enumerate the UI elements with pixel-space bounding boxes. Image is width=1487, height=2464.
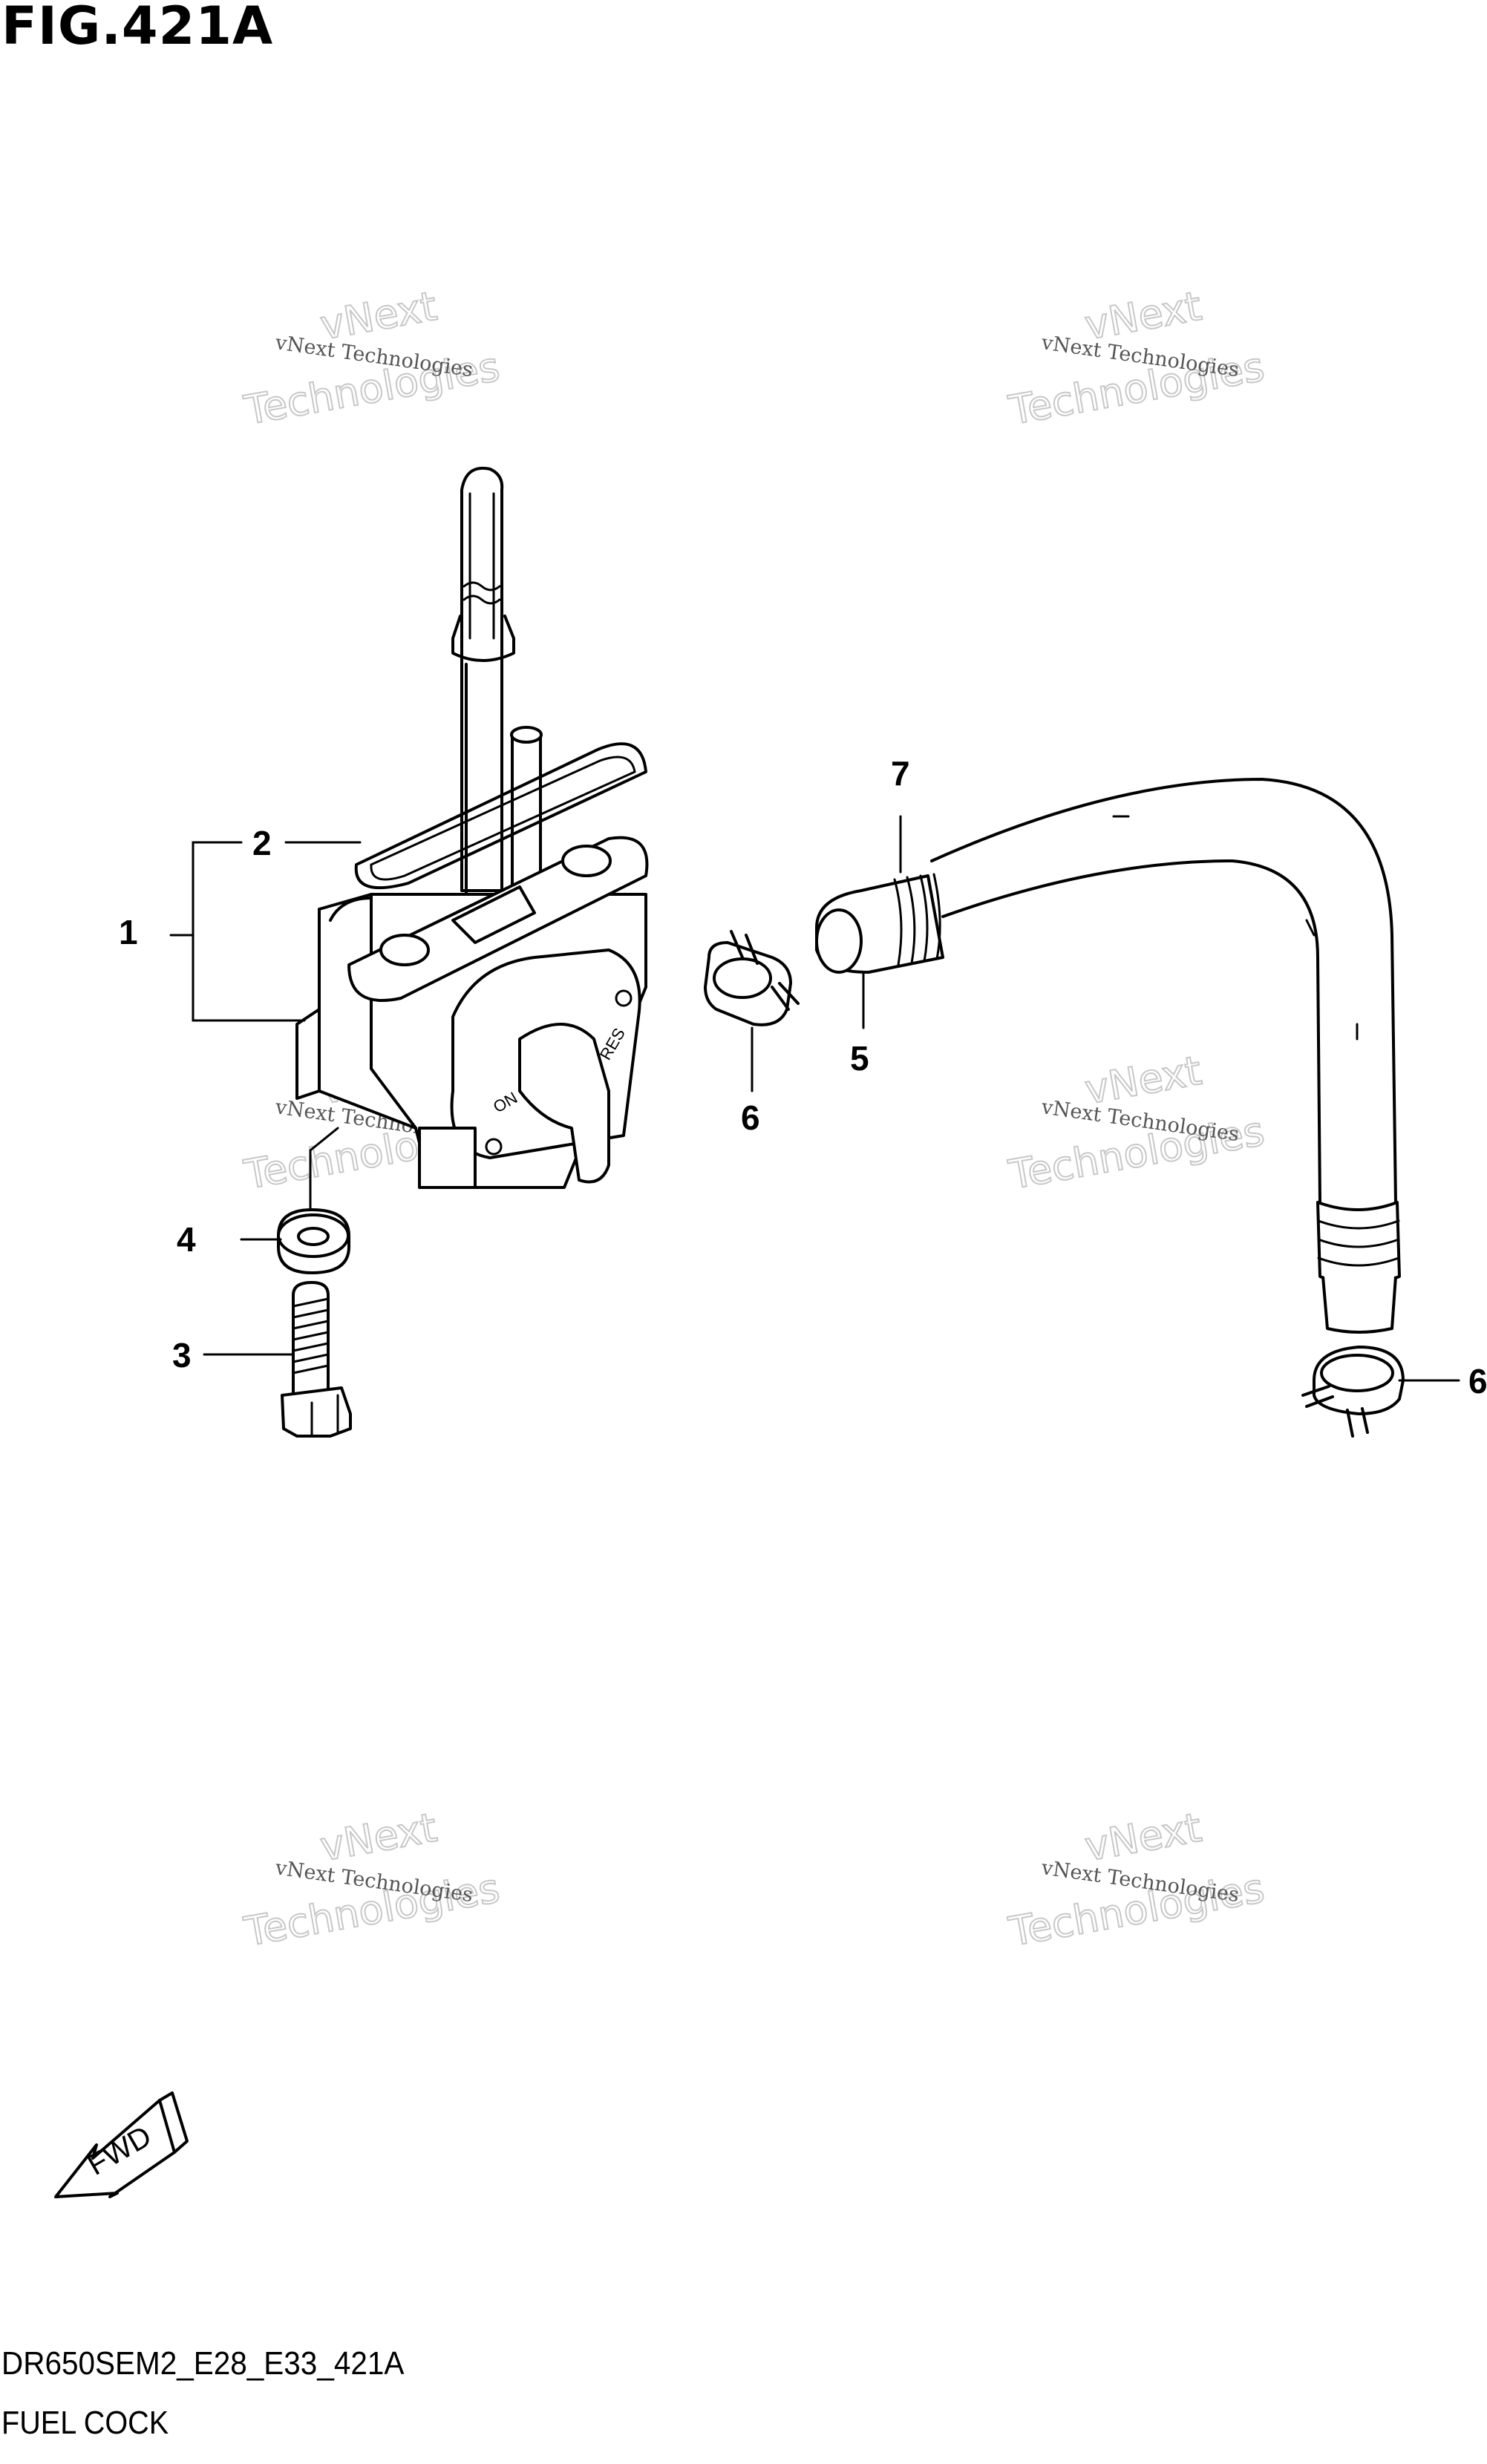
- fuel-cock-assembly: ON RES: [295, 466, 649, 1189]
- clamp-part-right: [1301, 1346, 1405, 1438]
- figure-title: FIG.421A: [1, 0, 274, 56]
- bolt-part: [281, 1281, 352, 1438]
- washer-part: [277, 1208, 350, 1274]
- figure-name: FUEL COCK: [1, 2405, 169, 2441]
- leader-lines: [169, 815, 1460, 1382]
- fwd-arrow-icon: FWD: [54, 2091, 189, 2198]
- watermark-text: vNext: [1082, 1804, 1205, 1870]
- callout-4: 4: [177, 1220, 196, 1259]
- watermark-text: vNext: [317, 1804, 440, 1870]
- callout-1: 1: [119, 913, 138, 951]
- clamp-part-left: [704, 930, 800, 1026]
- callout-3: 3: [172, 1336, 192, 1374]
- model-code: DR650SEM2_E28_E33_421A: [1, 2345, 405, 2382]
- callout-7: 7: [891, 754, 910, 793]
- callout-2: 2: [252, 824, 272, 862]
- callout-6-right: 6: [1468, 1362, 1487, 1400]
- hose-part: [815, 778, 1401, 1334]
- callout-5: 5: [850, 1039, 869, 1078]
- callout-6-left: 6: [741, 1098, 760, 1137]
